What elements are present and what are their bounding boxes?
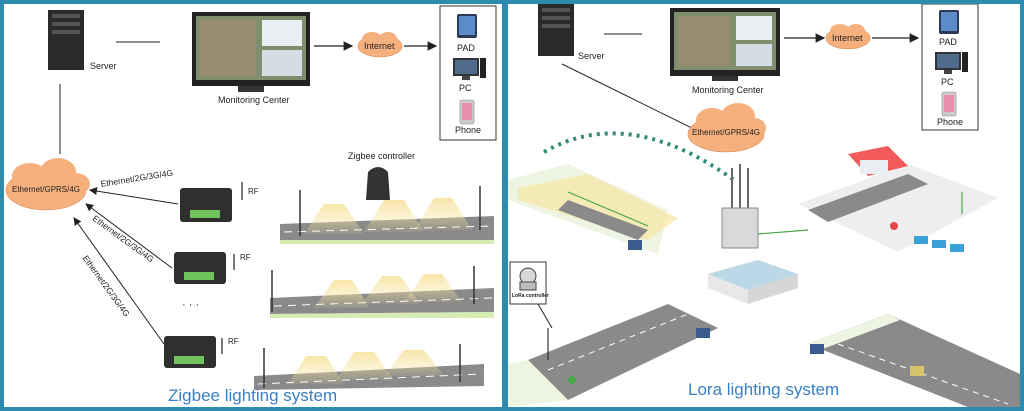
server-icon — [48, 10, 84, 70]
internet-cloud-icon — [357, 32, 403, 58]
internet-label: Internet — [832, 33, 863, 43]
lora-title: Lora lighting system — [688, 380, 840, 399]
lora-panel: Server Monitoring Center Internet PAD PC… — [508, 4, 1020, 407]
monitor-icon — [192, 12, 310, 92]
pad-icon — [457, 14, 477, 38]
more-gateways-ellipsis: · · · — [182, 299, 200, 311]
gateway-1-icon — [180, 182, 243, 222]
server-label: Server — [578, 51, 605, 61]
internet-label: Internet — [364, 41, 395, 51]
street-scene-lower-left — [508, 304, 718, 407]
monitoring-center-label: Monitoring Center — [692, 85, 764, 95]
pc-label: PC — [459, 83, 472, 93]
pc-label: PC — [941, 77, 954, 87]
lora-gateway-tower-icon — [721, 164, 809, 249]
phone-icon — [941, 91, 957, 117]
rf-label-2: RF — [240, 253, 251, 262]
gateway-2-icon — [174, 252, 235, 284]
cloud-label: Ethernet/GPRS/4G — [692, 128, 761, 137]
internet-cloud-icon — [825, 24, 871, 50]
street-scene-upper-right — [798, 146, 998, 252]
monitoring-center-label: Monitoring Center — [218, 95, 290, 105]
phone-label: Phone — [455, 125, 482, 135]
gateway-3-icon — [164, 336, 223, 368]
zigbee-diagram-graphics — [5, 5, 497, 390]
phone-label: Phone — [937, 117, 964, 127]
street-scene-upper-left — [508, 164, 678, 254]
building-icon — [708, 260, 798, 304]
street-lighting-road-2 — [270, 266, 494, 318]
lora-controller-icon — [519, 267, 553, 329]
zigbee-controller-label: Zigbee controller — [348, 151, 416, 161]
lora-controller-label: LoRa controller — [512, 293, 549, 299]
monitor-icon — [670, 8, 780, 81]
lora-diagram-graphics — [508, 4, 1020, 407]
pad-icon — [939, 10, 959, 34]
lora-controller-callout — [509, 261, 547, 305]
zigbee-controller-icon — [366, 167, 390, 200]
pad-label: PAD — [457, 43, 475, 53]
rf-label-3: RF — [228, 337, 239, 346]
server-icon — [538, 4, 574, 56]
street-lighting-road-1 — [280, 186, 494, 244]
ethernet-gprs-cloud-icon — [5, 158, 90, 211]
pad-label: PAD — [939, 37, 957, 47]
rf-label-1: RF — [248, 187, 259, 196]
server-label: Server — [90, 61, 117, 71]
street-scene-lower-right — [808, 314, 1020, 407]
pc-icon — [453, 58, 486, 80]
street-lighting-road-3 — [254, 344, 484, 390]
phone-icon — [459, 99, 475, 125]
cloud-label: Ethernet/GPRS/4G — [12, 185, 81, 194]
ethernet-gprs-cloud-icon — [687, 103, 766, 153]
pc-icon — [935, 52, 968, 74]
zigbee-title: Zigbee lighting system — [168, 386, 338, 405]
zigbee-panel: Server Monitoring Center Internet PAD PC… — [4, 4, 502, 407]
